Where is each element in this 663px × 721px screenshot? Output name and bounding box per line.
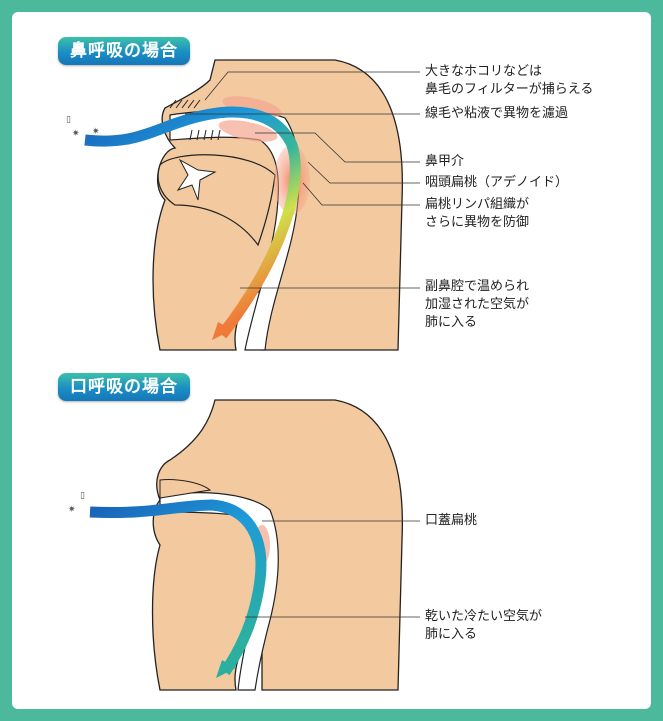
label-cilia: 線毛や粘液で異物を濾過 (425, 106, 569, 121)
label-dry-air: 乾いた冷たい空気が 肺に入る (425, 609, 543, 642)
label-lymph: 扁桃リンパ組織が さらに異物を防御 (425, 197, 530, 230)
svg-text:▯: ▯ (66, 115, 71, 125)
svg-text:✷: ✷ (68, 505, 76, 515)
svg-text:✷: ✷ (72, 129, 80, 139)
label-palatine-tonsil: 口蓋扁桃 (425, 513, 478, 528)
label-adenoid: 咽頭扁桃（アデノイド） (425, 175, 569, 190)
oral-airflow-arrow (89, 499, 267, 676)
svg-text:✷: ✷ (92, 127, 100, 137)
nasal-airflow-arrow (84, 106, 301, 339)
label-sinus: 副鼻腔で温められ 加湿された空気が 肺に入る (425, 279, 530, 330)
oral-head: ✷▯ (68, 399, 404, 691)
oral-breathing-heading: 口呼吸の場合 (58, 373, 190, 401)
label-turbinate: 鼻甲介 (425, 154, 465, 169)
nasal-head: ✷✷▯ (66, 59, 404, 351)
nasal-leader-lines (185, 71, 420, 289)
nasal-breathing-heading: 鼻呼吸の場合 (58, 37, 190, 65)
label-nose-hair: 大きなホコリなどは 鼻毛のフィルターが捕らえる (425, 64, 594, 97)
svg-text:▯: ▯ (80, 491, 85, 501)
oral-leader-lines (245, 520, 420, 618)
